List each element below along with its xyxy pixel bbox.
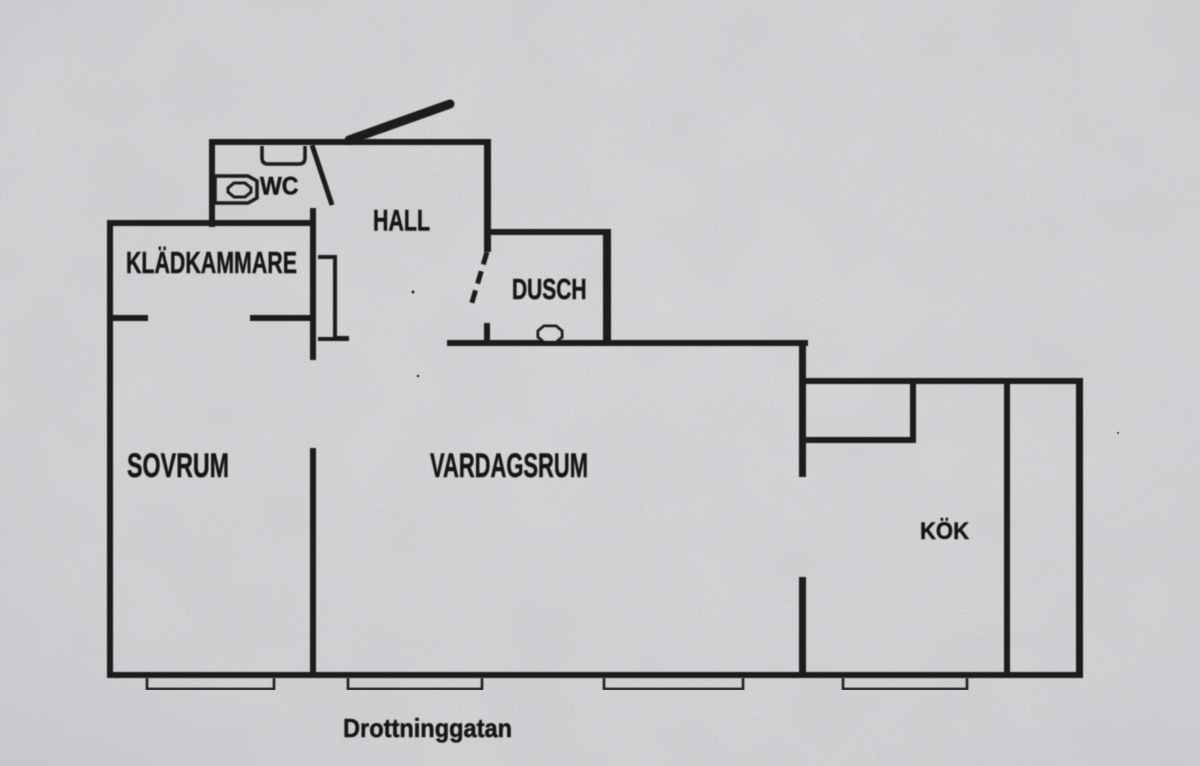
svg-text:SOVRUM: SOVRUM xyxy=(127,447,229,485)
svg-text:WC: WC xyxy=(260,173,299,201)
svg-text:KLÄDKAMMARE: KLÄDKAMMARE xyxy=(126,245,297,280)
svg-text:VARDAGSRUM: VARDAGSRUM xyxy=(430,447,588,485)
svg-text:HALL: HALL xyxy=(373,205,430,238)
svg-text:Drottninggatan: Drottninggatan xyxy=(343,713,512,743)
svg-text:DUSCH: DUSCH xyxy=(512,274,587,306)
svg-text:KÖK: KÖK xyxy=(920,518,969,545)
